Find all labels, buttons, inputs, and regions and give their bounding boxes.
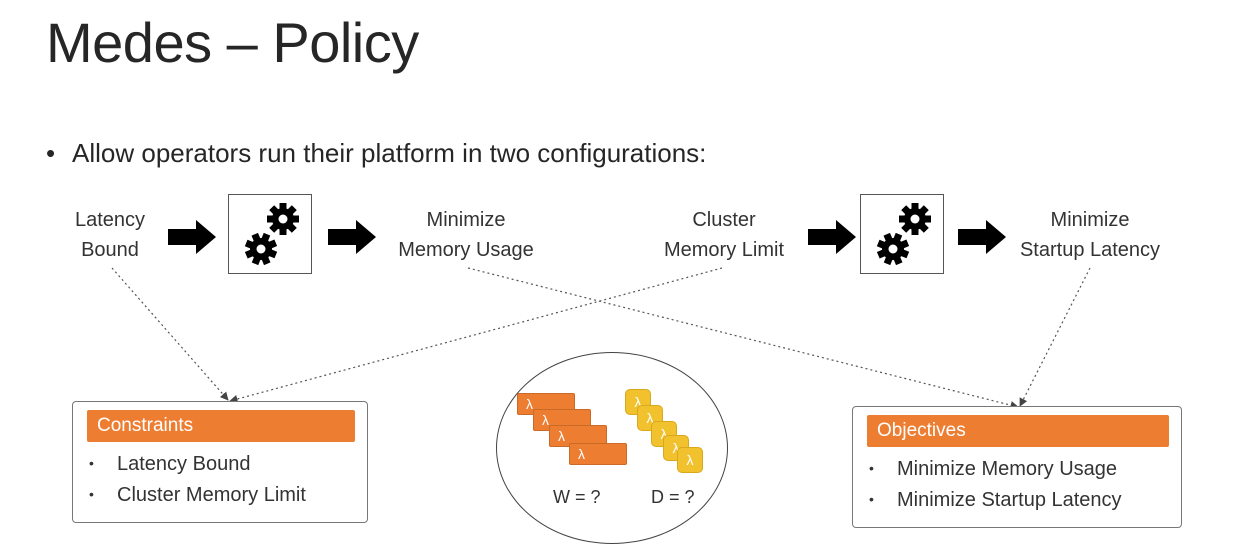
config1-output-label: Minimize Memory Usage — [382, 205, 550, 265]
right-arrow-icon — [168, 220, 216, 254]
list-item-text: Cluster Memory Limit — [117, 484, 306, 506]
gears-icon — [228, 194, 312, 274]
connector-latency-to-constraints — [111, 267, 229, 401]
list-item-text: Minimize Startup Latency — [897, 489, 1122, 511]
slide-title: Medes – Policy — [46, 11, 419, 74]
list-item: •Minimize Memory Usage — [869, 458, 1118, 480]
config2-input-label: Cluster Memory Limit — [644, 205, 804, 265]
list-item-text: Minimize Memory Usage — [897, 458, 1118, 480]
right-arrow-icon — [328, 220, 376, 254]
config2-input-line1: Cluster — [692, 209, 756, 231]
config1-input-label: Latency Bound — [60, 205, 160, 265]
config1-output-line2: Memory Usage — [398, 239, 534, 261]
dedup-count-label: D = ? — [651, 487, 695, 507]
bullet-point: • Allow operators run their platform in t… — [46, 138, 706, 169]
constraints-panel: Constraints •Latency Bound •Cluster Memo… — [72, 401, 368, 523]
list-item-text: Latency Bound — [117, 453, 251, 475]
warm-count-label: W = ? — [553, 487, 601, 507]
dedup-sandbox: λ — [677, 447, 703, 473]
sandbox-pool-circle: λ λ λ λ λ λ λ λ λ W = ? D = ? — [496, 352, 728, 544]
list-item: •Cluster Memory Limit — [89, 484, 306, 506]
constraints-list: •Latency Bound •Cluster Memory Limit — [73, 448, 367, 510]
objectives-list: •Minimize Memory Usage •Minimize Startup… — [853, 453, 1181, 515]
list-item: •Latency Bound — [89, 453, 251, 475]
config1-output-line1: Minimize — [426, 209, 506, 231]
config2-output-label: Minimize Startup Latency — [1004, 205, 1176, 265]
connector-startup-to-objectives — [1019, 267, 1091, 407]
bullet-dot: • — [46, 138, 56, 168]
warm-sandbox: λ — [569, 443, 627, 465]
right-arrow-icon — [808, 220, 856, 254]
right-arrow-icon — [958, 220, 1006, 254]
constraints-heading: Constraints — [87, 410, 355, 442]
objectives-panel: Objectives •Minimize Memory Usage •Minim… — [852, 406, 1182, 528]
list-item: •Minimize Startup Latency — [869, 489, 1122, 511]
config2-output-line1: Minimize — [1050, 209, 1130, 231]
config1-input-line1: Latency — [74, 209, 146, 231]
config1-input-line2: Bound — [81, 239, 139, 261]
config2-input-line2: Memory Limit — [663, 239, 784, 261]
config2-output-line2: Startup Latency — [1019, 239, 1161, 261]
gears-icon — [860, 194, 944, 274]
bullet-text: Allow operators run their platform in tw… — [72, 138, 707, 168]
objectives-heading: Objectives — [867, 415, 1169, 447]
